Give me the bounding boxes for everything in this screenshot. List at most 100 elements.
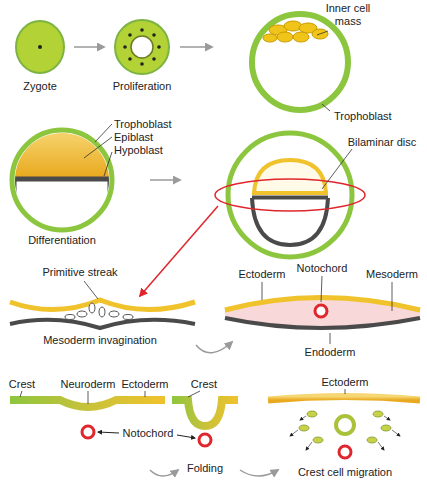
crest-migration [299, 425, 309, 431]
crest-migration [378, 442, 384, 450]
stage-arrow [74, 46, 104, 48]
stage-arrow [150, 470, 178, 476]
neural-plate [98, 432, 119, 433]
part-label: Proliferation [113, 80, 172, 93]
blastocyst [252, 14, 348, 110]
morula-cell [128, 57, 132, 61]
bilaminar-embryo [140, 206, 218, 296]
primitive-streak-disc [10, 320, 195, 328]
neural-fold [172, 400, 238, 446]
part-label: Ectoderm [238, 268, 285, 281]
primitive-streak-disc [109, 311, 119, 317]
bilaminar-embryo [252, 196, 328, 200]
bilaminar-embryo [215, 179, 365, 211]
primitive-streak-disc [123, 315, 133, 320]
leader-line [88, 391, 89, 404]
zygote-cell [38, 45, 42, 49]
part-label: Differentiation [28, 234, 96, 247]
part-label: Inner cell mass [318, 2, 378, 28]
stage-arrow [150, 179, 180, 181]
leader-line [321, 276, 322, 302]
trilaminar-disc [225, 318, 420, 328]
part-label: Bilaminar disc [348, 136, 416, 149]
crest-migration [268, 397, 420, 459]
leader-line [84, 281, 98, 299]
neural-plate [82, 426, 94, 438]
differentiating-embryo [10, 128, 115, 177]
crest-migration [392, 430, 400, 436]
zygote-cell [16, 21, 64, 73]
leader-line [317, 31, 328, 35]
primitive-streak-disc [10, 300, 195, 328]
morula-cell [115, 20, 169, 74]
primitive-streak-disc [65, 315, 75, 320]
leader-line [20, 31, 392, 404]
bilaminar-embryo [228, 133, 352, 257]
neural-fold [172, 400, 238, 426]
leader-line [188, 391, 200, 397]
zygote-cell [16, 21, 64, 73]
blastocyst [263, 34, 277, 42]
part-label: Primitive streak [42, 266, 117, 279]
part-label: Notochord [123, 427, 174, 440]
crest-migration [339, 446, 351, 458]
bilaminar-embryo [140, 133, 365, 296]
morula-cell [115, 20, 169, 74]
stage-arrow [180, 46, 212, 48]
trilaminar-disc [225, 298, 420, 329]
crest-migration [367, 437, 377, 443]
trilaminar-disc [315, 305, 327, 317]
leader-line [145, 391, 146, 397]
crest-migration [290, 430, 298, 436]
crest-migration [373, 411, 383, 417]
neural-fold [199, 434, 211, 446]
part-label: Folding [187, 462, 223, 475]
part-label: Hypoblast [114, 144, 163, 157]
neural-plate [177, 435, 195, 438]
leader-line [322, 149, 352, 189]
leader-line [345, 389, 346, 394]
blastocyst [312, 29, 328, 39]
stage-arrow [240, 470, 278, 476]
part-label: Mesoderm [366, 268, 418, 281]
morula-cell [140, 28, 144, 32]
leader-line [84, 137, 112, 158]
part-label: Crest [191, 378, 217, 391]
differentiating-embryo [14, 179, 110, 215]
part-label: Trophoblast [334, 110, 392, 123]
crest-migration [268, 397, 420, 401]
leader-line [104, 152, 112, 176]
stage-arrow [196, 342, 232, 353]
part-label: Ectoderm [321, 376, 368, 389]
crest-migration [307, 411, 317, 417]
trilaminar-disc [225, 298, 420, 329]
morula-cell [131, 36, 153, 58]
crest-migration [300, 416, 306, 420]
crest-migration [336, 416, 354, 434]
part-label: Neuroderm [60, 378, 115, 391]
morula-cell [152, 33, 156, 37]
morula-cell [123, 45, 127, 49]
bilaminar-embryo [252, 198, 328, 245]
primitive-streak-disc [77, 311, 87, 317]
blastocyst [277, 32, 293, 42]
morula-cell [140, 62, 144, 66]
leader-line [262, 282, 263, 300]
part-label: Crest [9, 378, 35, 391]
crest-migration [306, 442, 312, 450]
crest-migration [313, 437, 323, 443]
part-label: Trophoblast [114, 118, 172, 131]
differentiating-embryo [10, 128, 115, 215]
part-label: Epiblast [114, 131, 153, 144]
part-label: Ectoderm [121, 378, 168, 391]
part-label: Crest cell migration [298, 466, 392, 479]
crest-migration [384, 416, 390, 420]
primitive-streak-disc [89, 303, 95, 313]
part-label: Endoderm [305, 346, 356, 359]
bilaminar-embryo [254, 160, 326, 193]
morula-cell [157, 45, 161, 49]
leader-line [392, 282, 393, 311]
crest-migration [381, 425, 391, 431]
